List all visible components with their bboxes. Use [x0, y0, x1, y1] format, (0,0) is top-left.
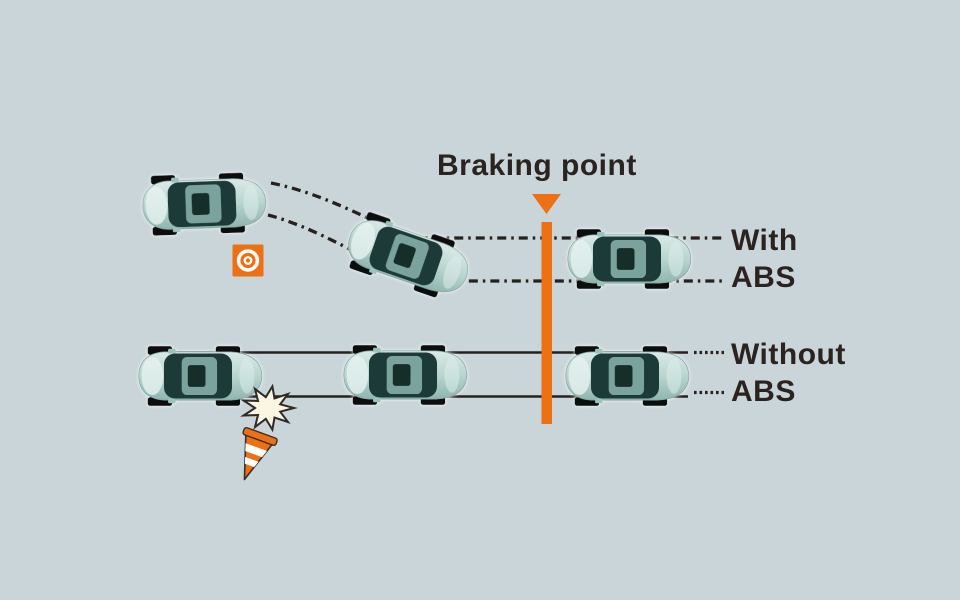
- with-abs-label: With ABS: [731, 222, 798, 296]
- without-abs-label-line1: Without: [731, 338, 846, 371]
- braking-point-line: [541, 222, 552, 424]
- without-abs-label-line2: ABS: [731, 375, 796, 408]
- traffic-cone-icon: [234, 426, 278, 481]
- with-abs-label-line1: With: [731, 224, 798, 257]
- car-with-abs-stopped: [567, 228, 692, 290]
- target-icon: [232, 244, 264, 277]
- braking-point-label: Braking point: [437, 149, 637, 182]
- with-abs-label-line2: ABS: [731, 261, 796, 294]
- car-with-abs-swerving: [339, 208, 477, 306]
- without-abs-label: Without ABS: [731, 336, 846, 410]
- car-without-abs-start: [138, 345, 263, 407]
- car-without-abs-mid: [343, 344, 468, 406]
- crash-starburst-icon: [240, 383, 298, 433]
- car-with-abs-start: [141, 171, 268, 237]
- car-without-abs-stopped: [565, 345, 690, 407]
- braking-point-arrow-icon: [532, 194, 561, 214]
